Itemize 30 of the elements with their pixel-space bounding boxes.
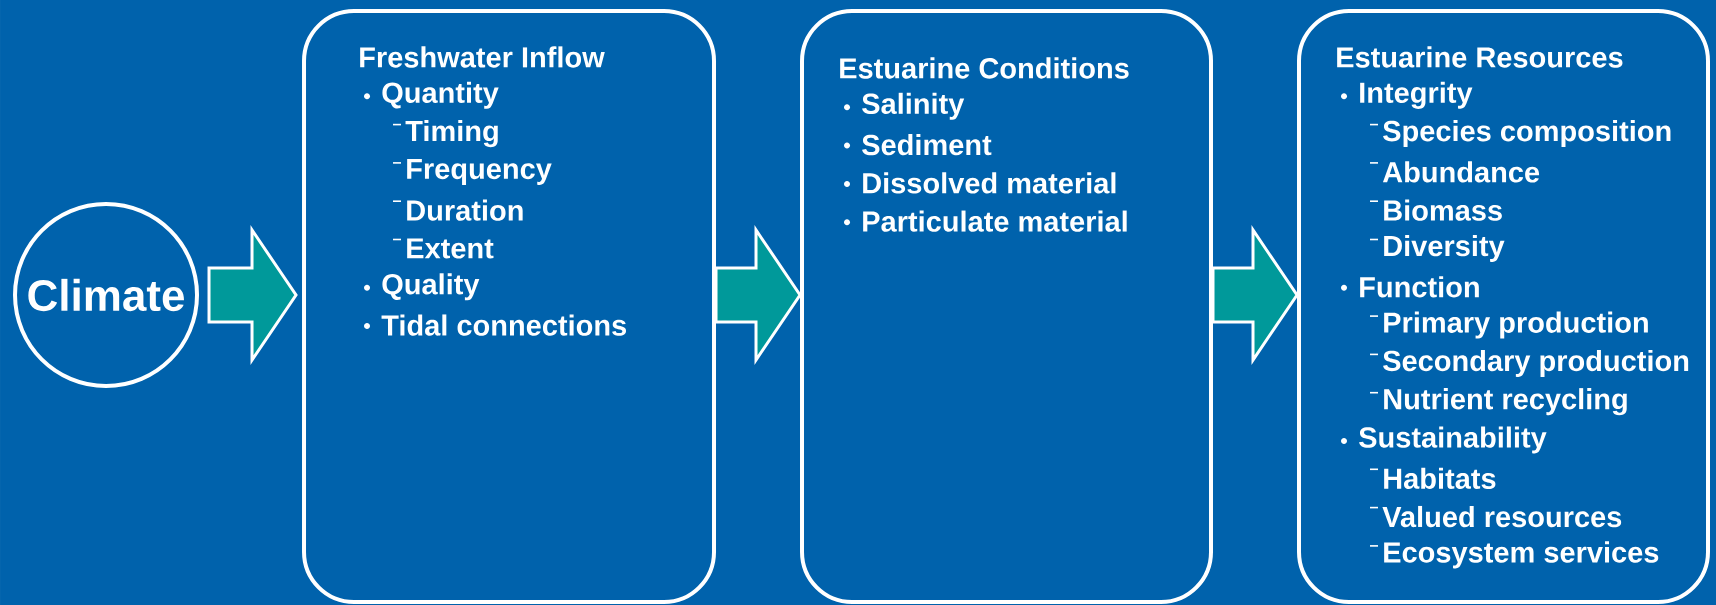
list-subitem: Abundance	[1369, 161, 1540, 183]
block-arrow	[1211, 225, 1299, 365]
list-subitem: Secondary production	[1369, 349, 1689, 377]
block-arrow	[207, 225, 298, 365]
list-subitem: Ecosystem services	[1369, 541, 1659, 569]
list-subitem: Biomass	[1369, 199, 1502, 221]
list-subitem: Species composition	[1369, 120, 1671, 148]
list-item: Salinity	[844, 92, 965, 120]
list-subitem: Primary production	[1369, 311, 1648, 339]
list-heading: Freshwater Inflow	[360, 46, 605, 68]
list-heading: Estuarine Conditions	[840, 57, 1129, 79]
list-item: Integrity	[1341, 81, 1473, 109]
list-subitem: Valued resources	[1369, 505, 1622, 528]
list-subitem: Timing	[392, 120, 498, 148]
list-subitem: Nutrient recycling	[1369, 388, 1627, 416]
list-item: Quantity	[364, 81, 499, 109]
list-subitem: Duration	[392, 199, 523, 221]
list-item: Quality	[364, 273, 480, 301]
list-item: Function	[1341, 276, 1479, 298]
list-heading: Estuarine Resources	[1337, 46, 1623, 68]
list-subitem: Frequency	[392, 158, 552, 185]
list-item: Dissolved material	[844, 172, 1116, 194]
list-item: Tidal connections	[364, 314, 626, 336]
list-item: Sediment	[844, 133, 992, 156]
list-item: Sustainability	[1341, 426, 1547, 454]
block-arrow	[714, 225, 802, 365]
list-subitem: Diversity	[1369, 235, 1505, 262]
list-subitem: Extent	[392, 238, 494, 259]
list-subitem: Habitats	[1369, 467, 1496, 489]
list-item: Particulate material	[844, 210, 1127, 232]
